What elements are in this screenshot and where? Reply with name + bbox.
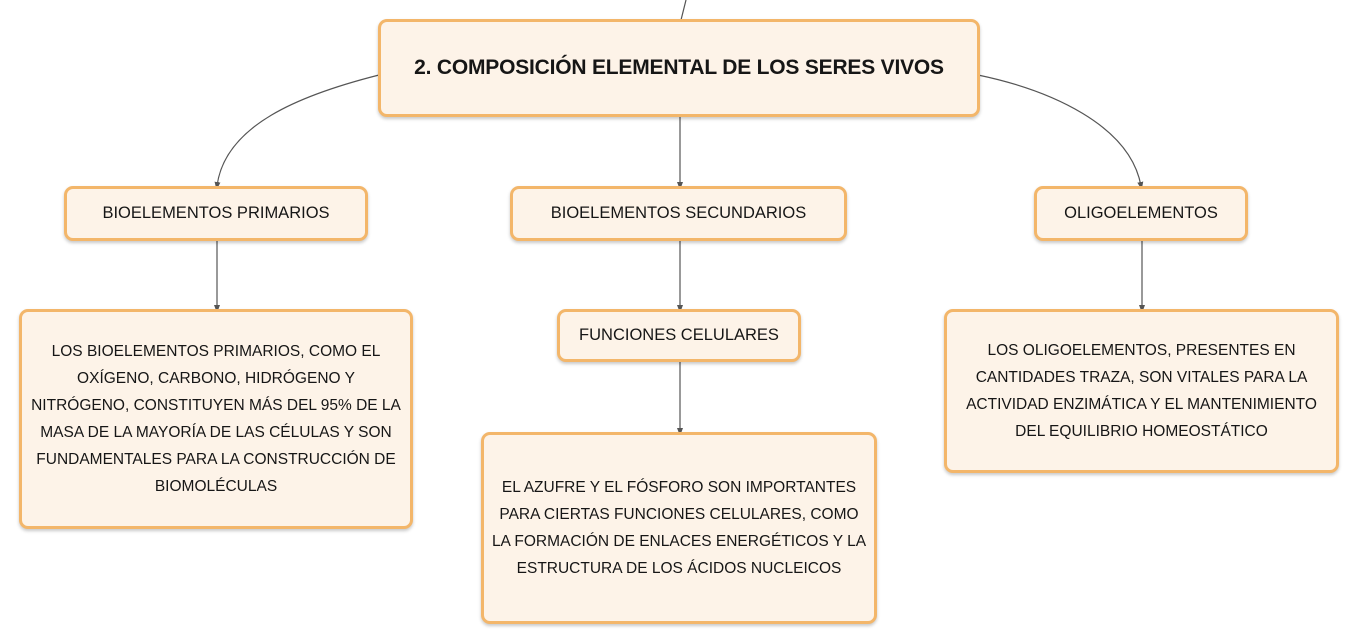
trace-elements-description-node[interactable]: LOS OLIGOELEMENTOS, PRESENTES EN CANTIDA… <box>944 309 1339 473</box>
secondary-bioelements-description-node[interactable]: EL AZUFRE Y EL FÓSFORO SON IMPORTANTES P… <box>481 432 877 624</box>
connector-root-to-primary <box>214 74 380 190</box>
connector-incoming <box>680 0 687 21</box>
primary-bioelements-description-node[interactable]: LOS BIOELEMENTOS PRIMARIOS, COMO EL OXÍG… <box>19 309 413 529</box>
root-topic-title: 2. COMPOSICIÓN ELEMENTAL DE LOS SERES VI… <box>414 56 944 79</box>
cellular-functions-node[interactable]: FUNCIONES CELULARES <box>557 309 801 362</box>
primary-bioelements-description: LOS BIOELEMENTOS PRIMARIOS, COMO EL OXÍG… <box>31 343 401 495</box>
trace-elements-label: OLIGOELEMENTOS <box>1064 204 1218 222</box>
secondary-bioelements-description: EL AZUFRE Y EL FÓSFORO SON IMPORTANTES P… <box>491 479 867 577</box>
root-topic-node[interactable]: 2. COMPOSICIÓN ELEMENTAL DE LOS SERES VI… <box>378 19 980 117</box>
connector-root-to-trace <box>977 74 1144 190</box>
secondary-bioelements-node[interactable]: BIOELEMENTOS SECUNDARIOS <box>510 186 847 241</box>
cellular-functions-label: FUNCIONES CELULARES <box>579 326 779 344</box>
trace-elements-description: LOS OLIGOELEMENTOS, PRESENTES EN CANTIDA… <box>966 342 1317 440</box>
primary-bioelements-node[interactable]: BIOELEMENTOS PRIMARIOS <box>64 186 368 241</box>
trace-elements-node[interactable]: OLIGOELEMENTOS <box>1034 186 1248 241</box>
primary-bioelements-label: BIOELEMENTOS PRIMARIOS <box>102 204 330 222</box>
secondary-bioelements-label: BIOELEMENTOS SECUNDARIOS <box>550 204 807 222</box>
